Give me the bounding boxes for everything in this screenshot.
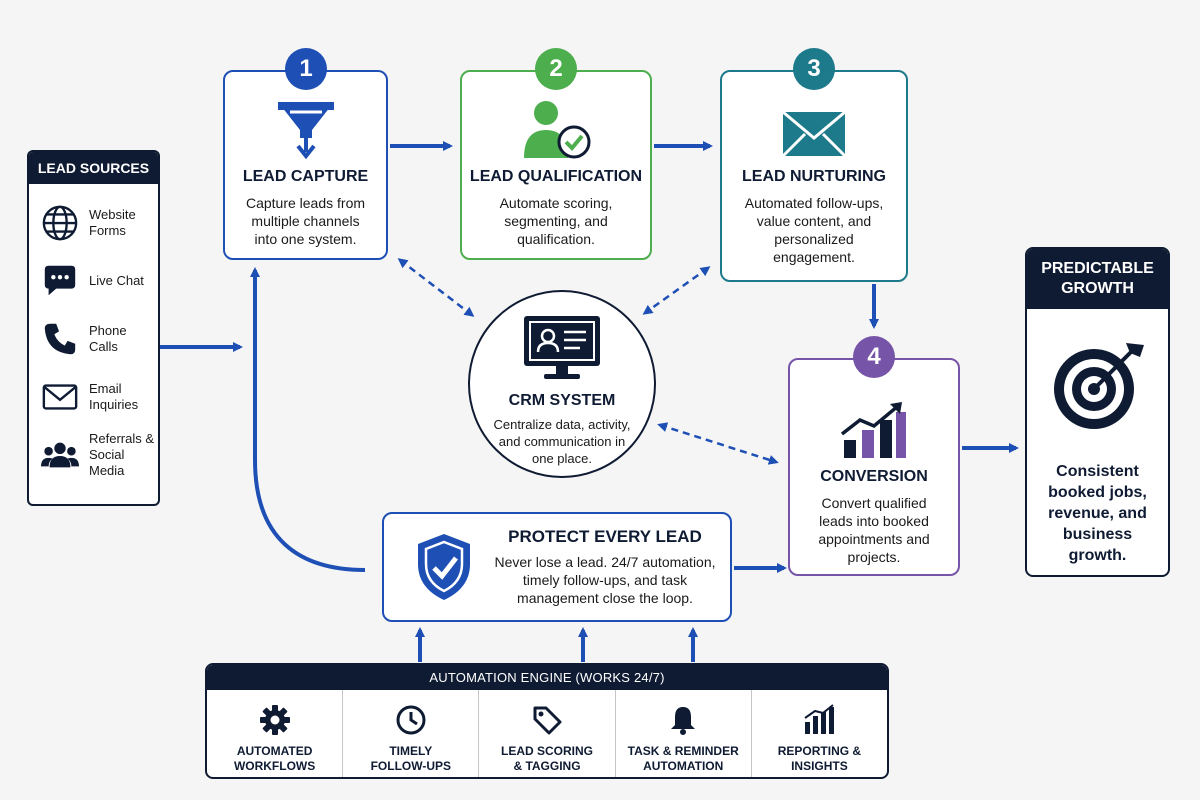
source-item-email-inquiries: Email Inquiries: [29, 368, 158, 426]
conversion-title: CONVERSION: [820, 468, 928, 485]
source-item-phone-calls: Phone Calls: [29, 310, 158, 368]
source-item-referrals-social: Referrals & Social Media: [29, 426, 158, 484]
step-3-badge: 3: [793, 48, 835, 90]
engine-item-lead-scoring-tagging: LEAD SCORING & TAGGING: [479, 690, 616, 777]
crm-system-title: CRM SYSTEM: [508, 392, 616, 409]
envelope-icon: [781, 110, 847, 158]
people-group-icon: [41, 442, 79, 468]
predictable-growth-panel: PREDICTABLE GROWTH Consistent booked job…: [1025, 247, 1170, 577]
engine-item-label: TASK & REMINDER AUTOMATION: [627, 744, 739, 773]
engine-item-reporting-insights: REPORTING & INSIGHTS: [752, 690, 887, 777]
envelope-icon: [42, 384, 78, 410]
gear-icon: [259, 705, 290, 735]
lead-capture-box: LEAD CAPTURE Capture leads from multiple…: [223, 70, 388, 260]
protect-every-lead-box: PROTECT EVERY LEAD Never lose a lead. 24…: [382, 512, 732, 622]
globe-icon: [42, 205, 78, 241]
engine-item-label: LEAD SCORING & TAGGING: [501, 744, 594, 773]
conversion-description: Convert qualified leads into booked appo…: [818, 495, 930, 565]
target-icon: [1053, 343, 1144, 429]
lead-qualification-description: Automate scoring, segmenting, and qualif…: [499, 195, 613, 247]
source-item-live-chat: Live Chat: [29, 252, 158, 310]
engine-item-label: TIMELY FOLLOW-UPS: [370, 744, 452, 773]
engine-item-label: REPORTING & INSIGHTS: [777, 744, 862, 773]
monitor-contact-icon: [524, 316, 600, 379]
lead-nurturing-description: Automated follow-ups, value content, and…: [744, 195, 884, 265]
lead-qualification-title: LEAD QUALIFICATION: [469, 168, 643, 185]
shield-check-icon: [418, 534, 470, 600]
arrow-loop-to-capture: [250, 267, 366, 572]
dashed-arrow-crm-conversion: [657, 422, 779, 465]
lead-nurturing-box: LEAD NURTURING Automated follow-ups, val…: [720, 70, 908, 282]
bar-chart-up-icon: [840, 402, 906, 458]
dashed-arrow-capture-crm: [397, 258, 475, 317]
lead-nurturing-title: LEAD NURTURING: [742, 168, 886, 185]
phone-icon: [44, 323, 76, 355]
engine-item-task-reminder: TASK & REMINDER AUTOMATION: [616, 690, 752, 777]
engine-item-label: AUTOMATED WORKFLOWS: [233, 744, 316, 773]
lead-capture-description: Capture leads from multiple channels int…: [245, 195, 366, 247]
step-1-badge: 1: [285, 48, 327, 90]
source-label: Website Forms: [89, 207, 136, 238]
predictable-growth-title: PREDICTABLE GROWTH: [1027, 249, 1168, 309]
step-4-badge: 4: [853, 336, 895, 378]
tag-icon: [533, 706, 562, 735]
crm-system-circle: CRM SYSTEM Centralize data, activity, an…: [468, 290, 656, 478]
lead-qualification-box: LEAD QUALIFICATION Automate scoring, seg…: [460, 70, 652, 260]
engine-item-automated-workflows: AUTOMATED WORKFLOWS: [207, 690, 344, 777]
funnel-icon: [277, 102, 334, 160]
crm-system-description: Centralize data, activity, and communica…: [493, 417, 631, 466]
protect-every-lead-description: Never lose a lead. 24/7 automation, time…: [494, 554, 716, 606]
conversion-box: CONVERSION Convert qualified leads into …: [788, 358, 960, 576]
clock-icon: [396, 705, 426, 735]
source-label: Phone Calls: [89, 323, 127, 354]
source-item-website-forms: Website Forms: [29, 194, 158, 252]
protect-every-lead-title: PROTECT EVERY LEAD: [508, 527, 702, 546]
source-label: Referrals & Social Media: [89, 431, 155, 478]
bell-icon: [671, 707, 696, 735]
user-check-icon: [524, 101, 591, 159]
lead-sources-panel: LEAD SOURCES Website Forms Live Chat Pho…: [27, 150, 160, 506]
dashed-arrow-nurturing-crm: [642, 266, 711, 315]
engine-item-timely-follow-ups: TIMELY FOLLOW-UPS: [343, 690, 480, 777]
step-2-badge: 2: [535, 48, 577, 90]
chat-bubble-icon: [44, 265, 76, 296]
lead-sources-title: LEAD SOURCES: [29, 152, 158, 184]
bar-chart-icon: [804, 704, 835, 734]
automation-engine-panel: AUTOMATION ENGINE (WORKS 24/7) AUTOMATED…: [205, 663, 889, 779]
source-label: Live Chat: [89, 273, 144, 288]
predictable-growth-description: Consistent booked jobs, revenue, and bus…: [1048, 463, 1147, 564]
lead-capture-title: LEAD CAPTURE: [242, 168, 369, 185]
source-label: Email Inquiries: [89, 381, 139, 412]
automation-engine-title: AUTOMATION ENGINE (WORKS 24/7): [207, 665, 887, 690]
